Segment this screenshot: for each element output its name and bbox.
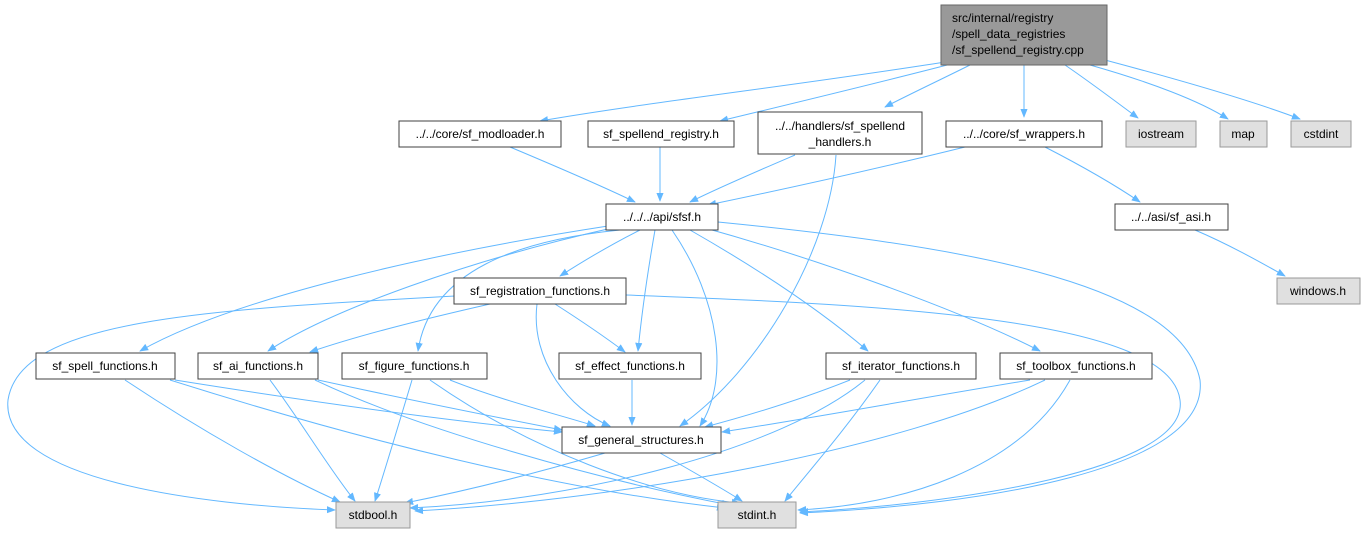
node-map[interactable]: map (1219, 120, 1268, 148)
edge-ai-fn-stdbool (269, 379, 356, 502)
edge-figure-fn-stdbool (374, 379, 413, 502)
node-sf-registration-functions-h[interactable]: sf_registration_functions.h (453, 277, 627, 305)
edge-root-modloader (539, 61, 946, 124)
node-label: sf_ai_functions.h (213, 359, 303, 373)
edge-handlers-sfsf (689, 154, 796, 203)
edge-spell-fn-stdbool (124, 379, 341, 503)
edge-sfsf-stdint (717, 221, 1201, 517)
edge-sfsf-iterator-fn (689, 229, 869, 352)
node-label-line: /sf_spellend_registry.cpp (952, 43, 1084, 57)
edge-general-stdint (659, 452, 743, 502)
edge-ai-fn-stdint (314, 379, 731, 508)
node-label: ../../core/sf_modloader.h (416, 127, 545, 141)
node-label: cstdint (1304, 127, 1339, 141)
node-label: map (1231, 127, 1255, 141)
edge-iterator-fn-stdint (784, 379, 881, 502)
edge-asi-windows (1194, 229, 1286, 277)
node-sf-effect-functions-h[interactable]: sf_effect_functions.h (558, 352, 702, 380)
node-label: sf_effect_functions.h (575, 359, 685, 373)
edges (7, 59, 1301, 517)
edge-figure-fn-general (449, 379, 596, 428)
edge-root-iostream (1064, 64, 1139, 119)
node-handlers-sf-spellend-handlers-h[interactable]: ../../handlers/sf_spellend _handlers.h (757, 111, 923, 155)
node-label-line: ../../handlers/sf_spellend (775, 119, 905, 133)
node-sf-spell-functions-h[interactable]: sf_spell_functions.h (35, 352, 176, 380)
node-stdint-h[interactable]: stdint.h (717, 501, 797, 529)
node-label: stdint.h (738, 508, 777, 522)
edge-registration-ai-fn (309, 303, 491, 353)
edge-sfsf-ai-fn (267, 227, 613, 352)
edge-sfsf-toolbox-fn (704, 227, 1041, 352)
node-core-sf-wrappers-h[interactable]: ../../core/sf_wrappers.h (945, 120, 1103, 148)
edge-root-spellend-handlers (884, 64, 971, 108)
node-windows-h[interactable]: windows.h (1276, 277, 1361, 305)
node-label-line: _handlers.h (808, 135, 872, 149)
edge-sfsf-effect-fn (635, 229, 656, 352)
node-label: sf_figure_functions.h (359, 359, 470, 373)
edge-wrappers-sfsf (707, 146, 966, 207)
edge-sfsf-registration (559, 229, 641, 277)
edge-modloader-sfsf (509, 146, 636, 203)
edge-figure-fn-stdint (429, 379, 741, 506)
node-label: sf_general_structures.h (578, 433, 703, 447)
edge-ai-fn-general (317, 379, 563, 432)
node-label: sf_toolbox_functions.h (1016, 359, 1135, 373)
node-label: ../../asi/sf_asi.h (1131, 210, 1211, 224)
edge-iterator-fn-general (704, 379, 851, 429)
node-label: windows.h (1289, 284, 1346, 298)
node-core-sf-modloader-h[interactable]: ../../core/sf_modloader.h (398, 120, 562, 148)
edge-wrappers-asi (1044, 146, 1141, 203)
node-label: iostream (1138, 127, 1184, 141)
edge-handlers-general (679, 154, 837, 427)
edge-registration-stdbool (7, 295, 456, 514)
edge-toolbox-fn-stdbool (414, 379, 1046, 515)
node-sf-spellend-registry-h[interactable]: sf_spellend_registry.h (587, 120, 735, 148)
node-root-sf-spellend-registry-cpp[interactable]: src/internal/registry /spell_data_regist… (940, 4, 1108, 66)
node-label: sf_iterator_functions.h (842, 359, 960, 373)
node-sf-figure-functions-h[interactable]: sf_figure_functions.h (341, 352, 488, 380)
node-sf-iterator-functions-h[interactable]: sf_iterator_functions.h (825, 352, 977, 380)
edge-registration-general (535, 303, 611, 427)
node-sf-toolbox-functions-h[interactable]: sf_toolbox_functions.h (999, 352, 1153, 380)
node-label: stdbool.h (349, 508, 398, 522)
edge-root-cstdint (1104, 59, 1301, 120)
node-label: ../../core/sf_wrappers.h (963, 127, 1085, 141)
edge-toolbox-fn-general (721, 379, 1031, 435)
edge-sfsf-general (671, 229, 718, 427)
node-label-line: /spell_data_registries (952, 27, 1065, 41)
node-sf-general-structures-h[interactable]: sf_general_structures.h (561, 426, 722, 454)
node-label: sf_spell_functions.h (52, 359, 157, 373)
edge-general-stdbool (404, 452, 606, 505)
edge-toolbox-fn-stdint (797, 379, 1071, 514)
edge-registration-effect-fn (554, 303, 626, 353)
edge-registration-stdint (625, 294, 1181, 516)
nodes: src/internal/registry /spell_data_regist… (35, 4, 1361, 529)
node-asi-sf-asi-h[interactable]: ../../asi/sf_asi.h (1114, 203, 1229, 231)
node-label-line: src/internal/registry (952, 11, 1053, 25)
edge-root-map (1089, 64, 1229, 120)
node-label: sf_spellend_registry.h (603, 127, 719, 141)
edge-spell-fn-stdint (169, 379, 726, 511)
edge-root-spellend-registry (719, 62, 956, 123)
node-label: ../../../api/sfsf.h (623, 210, 701, 224)
node-sf-ai-functions-h[interactable]: sf_ai_functions.h (197, 352, 319, 380)
node-label: sf_registration_functions.h (470, 284, 610, 298)
edge-sfsf-figure-fn (415, 229, 621, 352)
node-cstdint[interactable]: cstdint (1290, 120, 1352, 148)
node-stdbool-h[interactable]: stdbool.h (335, 501, 411, 529)
edge-sfsf-spell-fn (139, 225, 609, 352)
node-api-sfsf-h[interactable]: ../../../api/sfsf.h (605, 203, 719, 231)
node-iostream[interactable]: iostream (1125, 120, 1197, 148)
edge-iterator-fn-stdbool (409, 379, 866, 512)
edge-spell-fn-general (174, 379, 563, 435)
